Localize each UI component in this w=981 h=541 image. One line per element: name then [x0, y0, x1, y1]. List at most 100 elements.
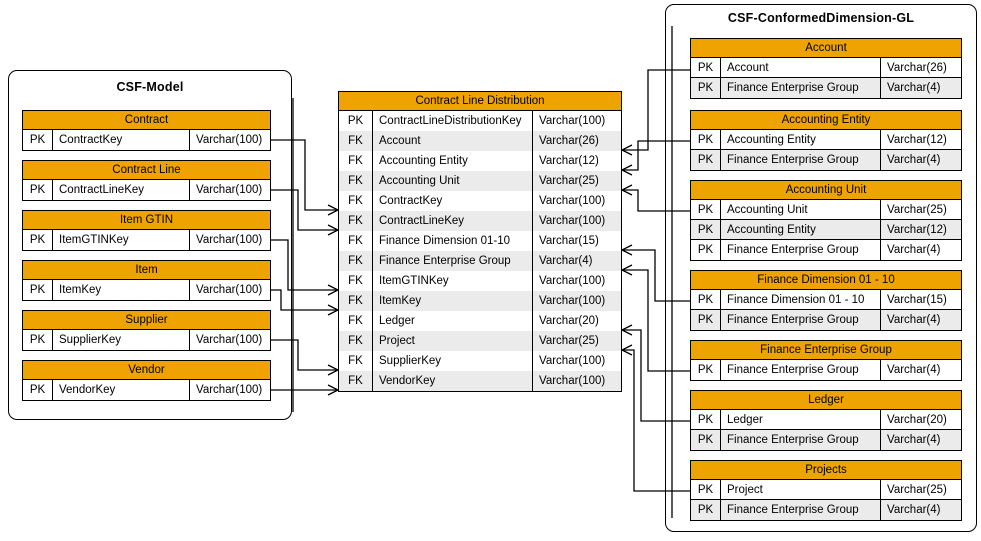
key-badge: FK — [339, 291, 373, 311]
field-name: Accounting Entity — [721, 220, 881, 239]
field-datatype: Varchar(26) — [887, 62, 947, 74]
field-name: ItemKey — [53, 280, 190, 300]
key-badge: PK — [23, 230, 53, 250]
key-badge: PK — [691, 58, 721, 77]
entity-title: Finance Enterprise Group — [691, 341, 961, 360]
field-name: ContractLineKey — [373, 211, 533, 231]
entity-title: Item GTIN — [23, 211, 270, 230]
field-name: Finance Dimension 01-10 — [373, 231, 533, 251]
field-datatype: Varchar(12) — [887, 134, 947, 146]
field-datatype: Varchar(12) — [887, 224, 947, 236]
key-badge: FK — [339, 271, 373, 291]
key-badge: FK — [339, 211, 373, 231]
field-name: Finance Enterprise Group — [721, 430, 881, 450]
field-name: Account — [721, 58, 881, 77]
field-name: ContractKey — [53, 130, 190, 150]
key-badge: PK — [23, 380, 53, 400]
field-datatype: Varchar(4) — [539, 255, 593, 267]
field-name: Project — [373, 331, 533, 351]
field-name: Finance Enterprise Group — [721, 500, 881, 520]
field-datatype: Varchar(25) — [539, 335, 599, 347]
key-badge: PK — [691, 290, 721, 309]
key-badge: PK — [23, 280, 53, 300]
key-badge: FK — [339, 231, 373, 251]
crowsfoot-marks-left — [327, 204, 340, 396]
field-name: Accounting Unit — [373, 171, 533, 191]
field-name: VendorKey — [373, 371, 533, 391]
field-datatype: Varchar(100) — [539, 375, 606, 387]
field-name: Accounting Entity — [721, 130, 881, 149]
key-badge: PK — [23, 180, 53, 200]
field-name: Account — [373, 131, 533, 151]
field-name: Finance Enterprise Group — [721, 310, 881, 330]
field-datatype: Varchar(4) — [887, 364, 941, 376]
key-badge: FK — [339, 131, 373, 151]
entity-title: Ledger — [691, 391, 961, 410]
entity-title: Contract Line Distribution — [339, 92, 621, 111]
field-datatype: Varchar(100) — [196, 184, 263, 196]
key-badge: FK — [339, 331, 373, 351]
field-datatype: Varchar(4) — [887, 82, 941, 94]
key-badge: PK — [691, 130, 721, 149]
key-badge: PK — [691, 480, 721, 499]
field-name: Finance Enterprise Group — [721, 240, 881, 260]
field-datatype: Varchar(100) — [196, 284, 263, 296]
entity-title: Projects — [691, 461, 961, 480]
field-name: Finance Dimension 01 - 10 — [721, 290, 881, 309]
field-datatype: Varchar(100) — [539, 275, 606, 287]
field-name: ContractLineKey — [53, 180, 190, 200]
group-csf-model-title: CSF-Model — [116, 80, 184, 94]
field-datatype: Varchar(100) — [539, 115, 606, 127]
field-name: Project — [721, 480, 881, 499]
field-name: ItemGTINKey — [373, 271, 533, 291]
